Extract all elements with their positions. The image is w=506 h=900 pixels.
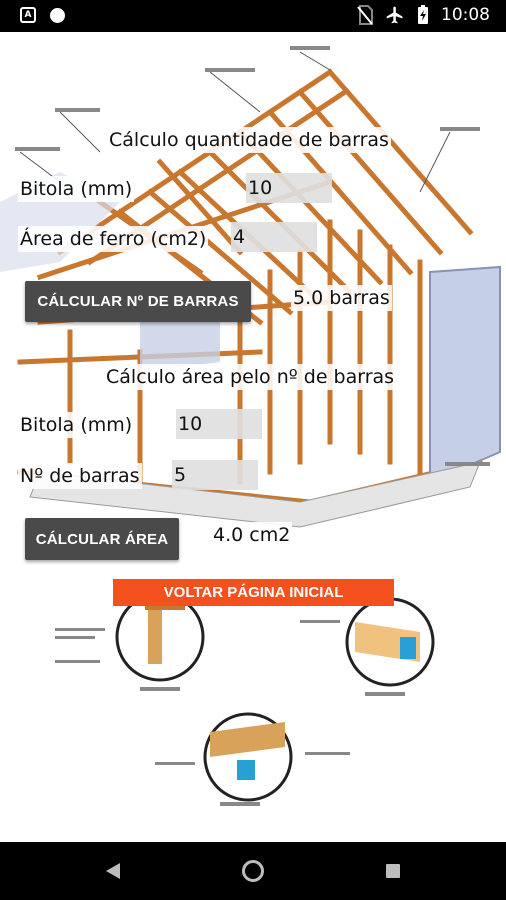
- section2-title: Cálculo área pelo nº de barras: [104, 364, 397, 390]
- navigation-bar: [0, 842, 506, 900]
- bitola-input-1[interactable]: 10: [246, 173, 332, 203]
- clock: 10:08: [441, 5, 490, 25]
- status-bar: A 10:08: [0, 0, 506, 32]
- bitola-label-2: Bitola (mm): [18, 412, 135, 438]
- recents-icon[interactable]: [385, 863, 401, 879]
- android-a-icon: A: [20, 7, 36, 23]
- barras-label: Nº de barras: [18, 463, 142, 489]
- no-sim-icon: [357, 5, 373, 25]
- back-icon[interactable]: [104, 862, 122, 880]
- airplane-icon: [386, 6, 403, 24]
- battery-charging-icon: [418, 5, 428, 24]
- section1-title: Cálculo quantidade de barras: [107, 127, 391, 153]
- barras-input[interactable]: 5: [172, 460, 258, 490]
- calcular-area-button[interactable]: CÁLCULAR ÁREA: [25, 518, 179, 560]
- calcular-barras-button[interactable]: CÁLCULAR Nº DE BARRAS: [25, 281, 251, 322]
- home-icon[interactable]: [241, 859, 265, 883]
- area-result: 4.0 cm2: [211, 522, 293, 548]
- voltar-pagina-inicial-button[interactable]: VOLTAR PÁGINA INICIAL: [113, 579, 394, 606]
- area-label: Área de ferro (cm2): [18, 226, 209, 252]
- barras-result: 5.0 barras: [291, 285, 392, 311]
- bitola-label-1: Bitola (mm): [18, 176, 135, 202]
- area-input[interactable]: 4: [231, 222, 317, 252]
- circle-icon: [50, 7, 65, 23]
- bitola-input-2[interactable]: 10: [176, 409, 262, 439]
